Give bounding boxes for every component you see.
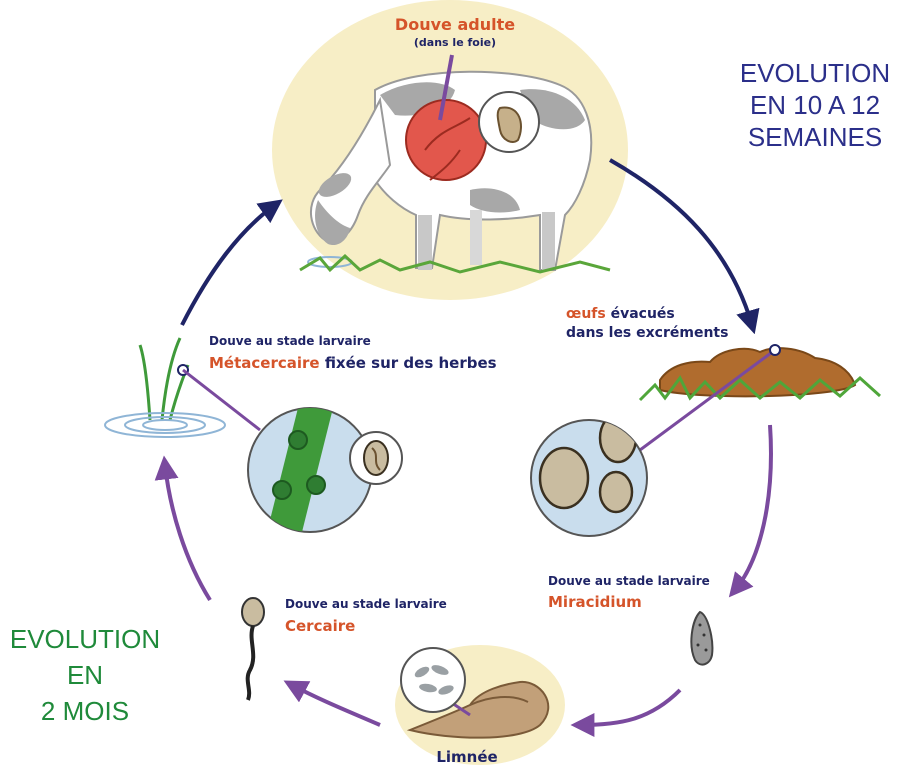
dung-icon [640,348,880,400]
eggs-label: œufs évacués dans les excréments [566,306,728,341]
arrow-miracidium-to-snail [580,690,680,725]
metacercaire-name: Métacercaire [209,354,320,372]
snail-evolution-line-1: EVOLUTION [10,624,160,654]
host-evolution-line-3: SEMAINES [748,122,882,152]
snail-illustration: Limnée [395,645,565,766]
snail-evolution-line-2: EN [67,660,103,690]
svg-text:Métacercaire fixée sur des her: Métacercaire fixée sur des herbes [209,354,497,372]
miracidium-line-1: Douve au stade larvaire [548,574,710,588]
arrow-eggs-to-miracidium [735,425,771,590]
arrow-cercaire-to-metacercaire [165,465,210,600]
host-evolution-label: EVOLUTION EN 10 A 12 SEMAINES [740,58,890,152]
fluke-icon [364,441,388,475]
grass-icon [140,338,188,420]
snail-label: Limnée [436,748,497,766]
host-evolution-line-1: EVOLUTION [740,58,890,88]
cercaire-label: Douve au stade larvaire Cercaire [285,597,447,635]
arrow-snail-to-cercaire [292,685,380,725]
metacercaire-label: Douve au stade larvaire Métacercaire fix… [209,334,497,372]
adult-subtitle: (dans le foie) [414,36,496,49]
eggs-word-1: œufs [566,306,606,322]
cercaire-name: Cercaire [285,617,355,635]
metacercaire-line-1: Douve au stade larvaire [209,334,371,348]
host-evolution-line-2: EN 10 A 12 [750,90,880,120]
liver-icon [406,100,486,180]
water-icon [105,413,225,437]
snail-evolution-label: EVOLUTION EN 2 MOIS [10,624,160,726]
cercaria-icon [242,598,264,700]
snail-evolution-line-3: 2 MOIS [41,696,129,726]
arrow-cow-to-eggs [610,160,752,325]
eggs-word-2: évacués [606,306,675,322]
snail-lens [401,648,465,712]
miracidium-icon [691,612,712,665]
metacercaire-rest: fixée sur des herbes [320,354,497,372]
adult-title: Douve adulte [395,15,515,34]
miracidium-label: Douve au stade larvaire Miracidium [548,574,710,611]
eggs-line-2: dans les excréments [566,325,728,341]
arrow-metacercaire-to-cow [182,205,275,325]
cercaire-line-1: Douve au stade larvaire [285,597,447,611]
svg-text:œufs évacués: œufs évacués [566,306,675,322]
miracidium-name: Miracidium [548,593,642,611]
